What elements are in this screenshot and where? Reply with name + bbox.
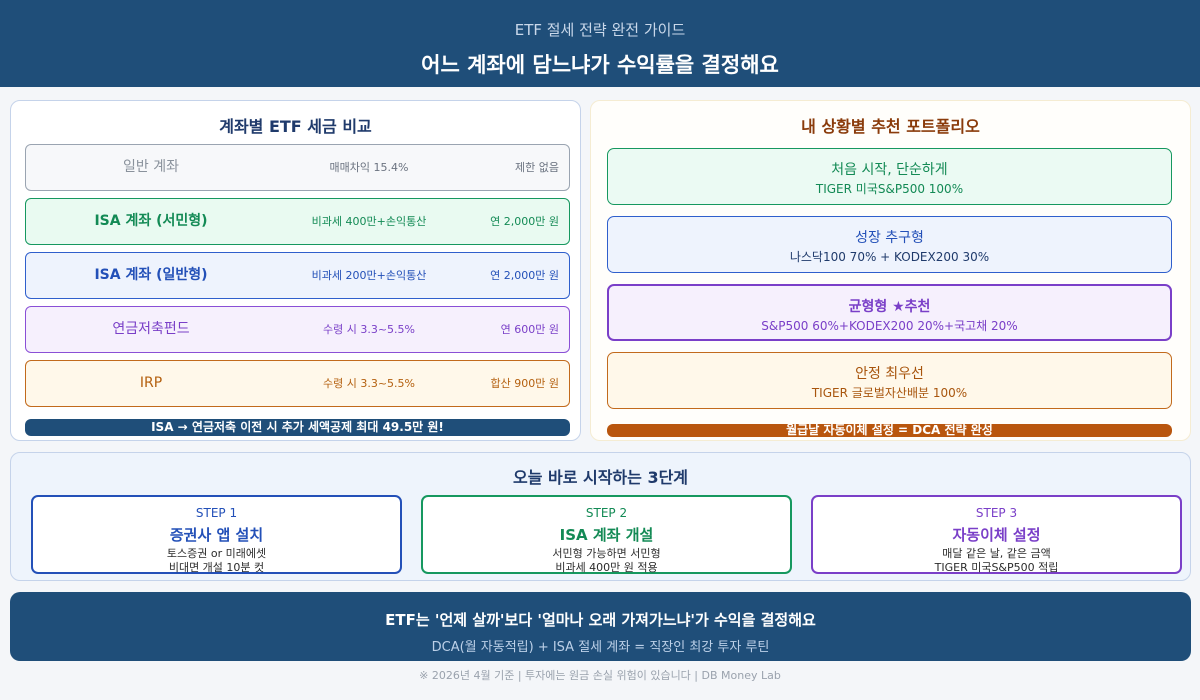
portfolio-card-detail: 나스닥100 70% + KODEX200 30% (789, 250, 990, 264)
step-label: STEP 1 (195, 506, 238, 520)
account-name: 연금저축펀드 (112, 321, 190, 337)
portfolio-panel: 내 상황별 추천 포트폴리오 처음 시작, 단순하게 TIGER 미국S&P50… (590, 100, 1191, 441)
account-tax: 수령 시 3.3~5.5% (322, 323, 415, 336)
account-comparison-panel: 계좌별 ETF 세금 비교 일반 계좌 매매차익 15.4% 제한 없음 ISA… (10, 100, 581, 441)
summary-subtitle: DCA(월 자동적립) + ISA 절세 계좌 = 직장인 최강 투자 루틴 (431, 640, 770, 655)
step-label: STEP 3 (975, 506, 1018, 520)
account-comparison-title: 계좌별 ETF 세금 비교 (219, 117, 372, 136)
portfolio-card-simple: 처음 시작, 단순하게 TIGER 미국S&P500 100% (607, 148, 1172, 205)
step-title: 증권사 앱 설치 (169, 526, 264, 544)
account-limit: 연 600만 원 (500, 323, 559, 336)
portfolio-card-detail: S&P500 60%+KODEX200 20%+국고채 20% (761, 319, 1018, 333)
account-tax: 매매차익 15.4% (329, 161, 409, 174)
portfolio-card-title: 균형형 ★추천 (848, 299, 931, 315)
page-title: 어느 계좌에 담느냐가 수익률을 결정해요 (421, 53, 779, 77)
account-tax: 수령 시 3.3~5.5% (322, 377, 415, 390)
step-card-1: STEP 1 증권사 앱 설치 토스증권 or 미래에셋 비대면 개설 10분 … (31, 495, 402, 574)
step-label: STEP 2 (585, 506, 628, 520)
account-name: ISA 계좌 (일반형) (94, 267, 208, 283)
portfolio-card-balanced: 균형형 ★추천 S&P500 60%+KODEX200 20%+국고채 20% (607, 284, 1172, 341)
account-limit: 제한 없음 (515, 161, 559, 174)
disclaimer-note: ※ 2026년 4월 기준 | 투자에는 원금 손실 위험이 있습니다 | DB… (419, 669, 781, 682)
summary-banner: ETF는 '언제 살까'보다 '얼마나 오래 가져가느냐'가 수익을 결정해요 … (10, 592, 1191, 661)
account-tax: 비과세 200만+손익통산 (311, 269, 427, 282)
portfolio-card-stable: 안정 최우선 TIGER 글로벌자산배분 100% (607, 352, 1172, 409)
steps-title: 오늘 바로 시작하는 3단계 (512, 468, 689, 487)
step-description: 토스증권 or 미래에셋 (166, 547, 267, 560)
portfolio-title: 내 상황별 추천 포트폴리오 (801, 117, 980, 136)
step-title: 자동이체 설정 (952, 526, 1041, 544)
portfolio-card-title: 안정 최우선 (855, 366, 924, 382)
portfolio-card-title: 처음 시작, 단순하게 (831, 162, 948, 178)
steps-panel: 오늘 바로 시작하는 3단계 STEP 1 증권사 앱 설치 토스증권 or 미… (10, 452, 1191, 581)
isa-transfer-banner: ISA → 연금저축 이전 시 추가 세액공제 최대 49.5만 원! (25, 419, 570, 436)
step-description: 비대면 개설 10분 컷 (168, 561, 265, 574)
summary-title: ETF는 '언제 살까'보다 '얼마나 오래 가져가느냐'가 수익을 결정해요 (385, 611, 816, 629)
dca-banner: 월급날 자동이체 설정 = DCA 전략 완성 (607, 424, 1172, 437)
account-row-isa-low-income: ISA 계좌 (서민형) 비과세 400만+손익통산 연 2,000만 원 (25, 198, 570, 245)
account-name: ISA 계좌 (서민형) (94, 213, 208, 229)
step-description: 서민형 가능하면 서민형 (552, 547, 661, 560)
account-limit: 합산 900만 원 (490, 377, 559, 390)
portfolio-card-detail: TIGER 글로벌자산배분 100% (811, 386, 968, 400)
account-row-isa-general: ISA 계좌 (일반형) 비과세 200만+손익통산 연 2,000만 원 (25, 252, 570, 299)
step-card-2: STEP 2 ISA 계좌 개설 서민형 가능하면 서민형 비과세 400만 원… (421, 495, 792, 574)
step-title: ISA 계좌 개설 (559, 526, 654, 544)
step-description: 매달 같은 날, 같은 금액 (942, 547, 1051, 560)
account-row-general: 일반 계좌 매매차익 15.4% 제한 없음 (25, 144, 570, 191)
account-tax: 비과세 400만+손익통산 (311, 215, 427, 228)
account-name: 일반 계좌 (123, 159, 179, 175)
step-card-3: STEP 3 자동이체 설정 매달 같은 날, 같은 금액 TIGER 미국S&… (811, 495, 1182, 574)
account-row-irp: IRP 수령 시 3.3~5.5% 합산 900만 원 (25, 360, 570, 407)
step-description: TIGER 미국S&P500 적립 (934, 561, 1059, 574)
portfolio-card-detail: TIGER 미국S&P500 100% (815, 182, 964, 196)
portfolio-card-growth: 성장 추구형 나스닥100 70% + KODEX200 30% (607, 216, 1172, 273)
portfolio-card-title: 성장 추구형 (855, 230, 924, 246)
page-header: ETF 절세 전략 완전 가이드 어느 계좌에 담느냐가 수익률을 결정해요 (0, 0, 1200, 87)
header-subtitle: ETF 절세 전략 완전 가이드 (514, 21, 686, 39)
account-limit: 연 2,000만 원 (490, 215, 559, 228)
step-description: 비과세 400만 원 적용 (555, 561, 658, 574)
account-name: IRP (139, 375, 163, 391)
account-limit: 연 2,000만 원 (490, 269, 559, 282)
account-row-pension-fund: 연금저축펀드 수령 시 3.3~5.5% 연 600만 원 (25, 306, 570, 353)
